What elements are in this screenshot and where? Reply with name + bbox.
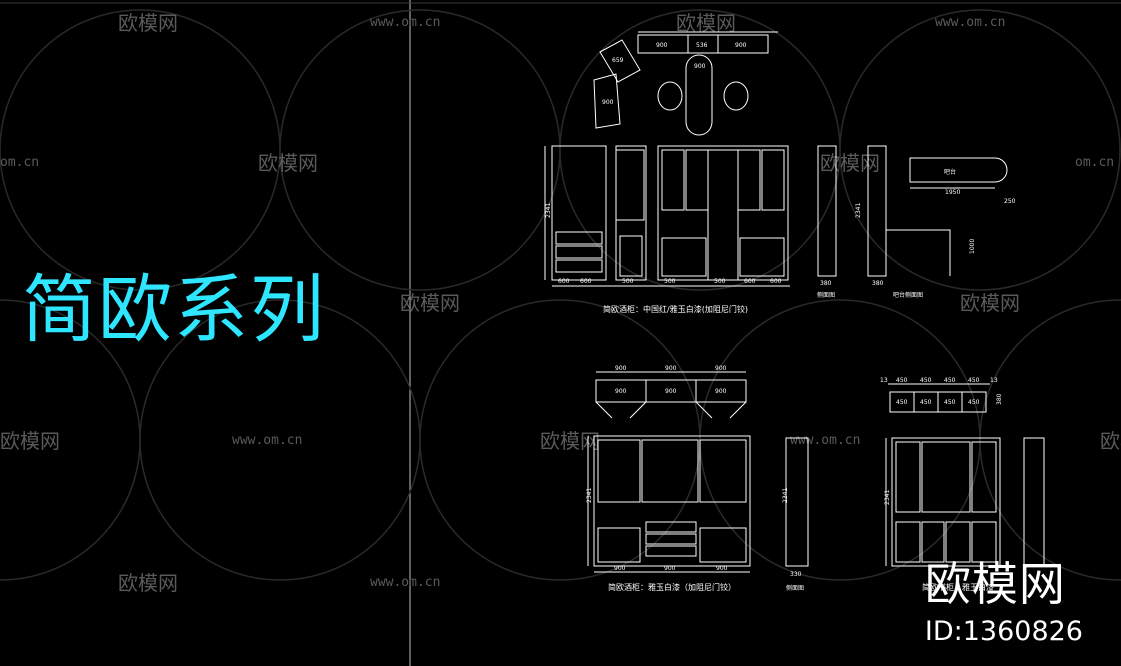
top-elevation-height: 2341 xyxy=(545,203,552,218)
bl-side-label: 侧面图 xyxy=(786,584,804,592)
bottom-left-plan xyxy=(595,371,747,419)
watermark-brand: 欧模网 xyxy=(258,151,318,175)
bar-height: 1000 xyxy=(969,239,976,254)
watermark-url: www.om.cn xyxy=(232,433,302,448)
top-elevation xyxy=(544,145,1008,287)
br-plan-dim: 450 xyxy=(968,377,980,384)
side-depth-b: 380 xyxy=(872,280,884,287)
bar-counter-text: 吧台 xyxy=(944,168,956,176)
watermark-brand: 欧模网 xyxy=(540,429,600,453)
watermark-brand: 欧模网 xyxy=(676,11,736,35)
watermark-url: www.om.cn xyxy=(370,15,440,30)
model-id: ID:1360826 xyxy=(924,616,1083,647)
bottom-dim: 600 xyxy=(744,278,756,285)
watermark-brand: 欧模网 xyxy=(118,11,178,35)
bottom-left-elevation xyxy=(587,435,809,573)
bar-width: 1950 xyxy=(945,189,960,196)
side-depth-a: 380 xyxy=(820,280,832,287)
bottom-dim: 600 xyxy=(770,278,782,285)
bl-plan-dim: 900 xyxy=(615,365,627,372)
top-plan-dim: 900 xyxy=(602,99,614,106)
top-bar-label: 吧台侧面图 xyxy=(893,291,923,299)
top-side-label: 侧面图 xyxy=(817,291,835,299)
bl-plan-inner: 900 xyxy=(615,388,627,395)
bl-bottom-dim: 900 xyxy=(716,565,728,572)
br-plan-dim: 450 xyxy=(944,377,956,384)
watermark-texts: 欧模网 www.om.cn 欧模网 www.om.cn om.cn 欧模网 欧模… xyxy=(0,11,1121,595)
bl-elevation-height: 2341 xyxy=(586,488,593,503)
bl-elevation-caption: 简欧酒柜：雅玉白漆（加阻尼门铰） xyxy=(608,582,736,592)
br-plan-inner: 450 xyxy=(920,399,932,406)
bl-plan-dim: 900 xyxy=(715,365,727,372)
bl-side-depth: 330 xyxy=(790,571,802,578)
watermark-url: www.om.cn xyxy=(790,433,860,448)
bl-plan-dim: 900 xyxy=(665,365,677,372)
top-plan-dim: 659 xyxy=(612,57,624,64)
bottom-right-elevation xyxy=(885,437,1045,567)
br-plan-inner: 450 xyxy=(896,399,908,406)
bottom-dim: 500 xyxy=(622,278,634,285)
bottom-dim: 500 xyxy=(714,278,726,285)
top-plan-dim: 900 xyxy=(694,63,706,70)
watermark-brand: 欧模网 xyxy=(118,571,178,595)
bottom-dim: 600 xyxy=(558,278,570,285)
watermark-brand: 欧模网 xyxy=(400,291,460,315)
top-plan-dim: 536 xyxy=(696,42,708,49)
bl-plan-inner: 900 xyxy=(715,388,727,395)
br-plan-dim: 13 xyxy=(880,377,888,384)
watermark-url: www.om.cn xyxy=(370,575,440,590)
top-elevation-side-height: 2341 xyxy=(855,203,862,218)
br-plan-dim: 13 xyxy=(990,377,998,384)
bottom-dim: 500 xyxy=(664,278,676,285)
watermark-brand: 欧模网 xyxy=(820,151,880,175)
top-plan-view xyxy=(593,31,778,136)
bottom-dim: 600 xyxy=(580,278,592,285)
br-elevation-caption: 简欧书柜：雅玉白漆 xyxy=(922,582,994,592)
top-plan-dim: 900 xyxy=(656,42,668,49)
bl-side-height: 2341 xyxy=(782,488,789,503)
bl-bottom-dim: 900 xyxy=(614,565,626,572)
bl-bottom-dim: 900 xyxy=(664,565,676,572)
bottom-right-plan xyxy=(888,383,990,413)
top-plan-dim: 900 xyxy=(735,42,747,49)
bl-plan-inner: 900 xyxy=(665,388,677,395)
br-plan-inner: 450 xyxy=(944,399,956,406)
watermark-brand: 欧模网 xyxy=(1100,429,1121,453)
watermark-url: om.cn xyxy=(1075,155,1114,170)
br-plan-dim: 450 xyxy=(896,377,908,384)
watermark-brand: 欧模网 xyxy=(0,429,60,453)
br-elevation-height: 2341 xyxy=(884,490,891,505)
watermark-url: www.om.cn xyxy=(935,15,1005,30)
br-plan-inner: 450 xyxy=(968,399,980,406)
watermark-brand: 欧模网 xyxy=(960,291,1020,315)
bar-depth: 250 xyxy=(1004,198,1016,205)
series-title: 简欧系列 xyxy=(22,267,326,353)
br-plan-depth: 380 xyxy=(996,393,1003,405)
watermark-url: om.cn xyxy=(0,155,39,170)
br-plan-dim: 450 xyxy=(920,377,932,384)
top-elevation-caption: 简欧酒柜：中国红/雅玉白漆(加阻尼门铰) xyxy=(603,304,748,314)
brand-logo-watermark: 欧模网 ID:1360826 xyxy=(925,548,1083,647)
brand-logo-text: 欧模网 xyxy=(924,557,1066,611)
